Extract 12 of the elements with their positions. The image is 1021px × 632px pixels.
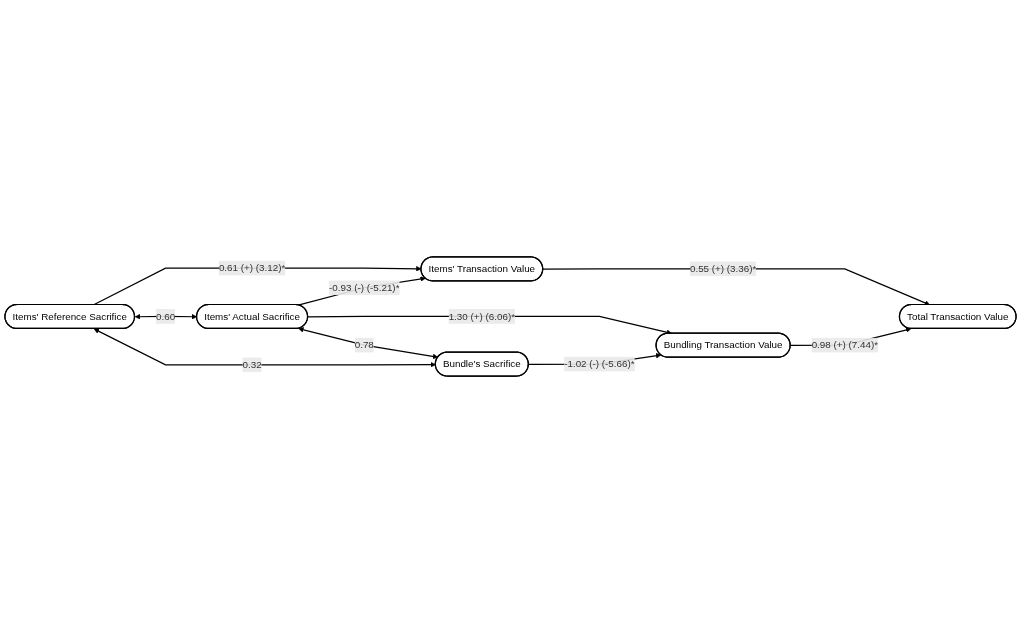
edge-label: 0.60 bbox=[155, 310, 176, 321]
edge-label: -0.93 (-) (-5.21)* bbox=[329, 281, 400, 293]
edge-label: 0.32 bbox=[242, 358, 262, 370]
edge-label: 0.55 (+) (3.36)* bbox=[689, 262, 757, 274]
arrow bbox=[297, 275, 426, 306]
arrow bbox=[93, 265, 422, 305]
edge-label: 0.61 (+) (3.12)* bbox=[218, 262, 286, 273]
edge-label: 1.30 (+) (6.06)* bbox=[448, 310, 515, 321]
edge-label: 0.98 (+) (7.44)* bbox=[811, 339, 878, 350]
edge-label: -1.02 (-) (-5.66)* bbox=[564, 358, 635, 369]
arrow bbox=[298, 326, 439, 359]
edge-label: 0.78 bbox=[354, 339, 374, 350]
